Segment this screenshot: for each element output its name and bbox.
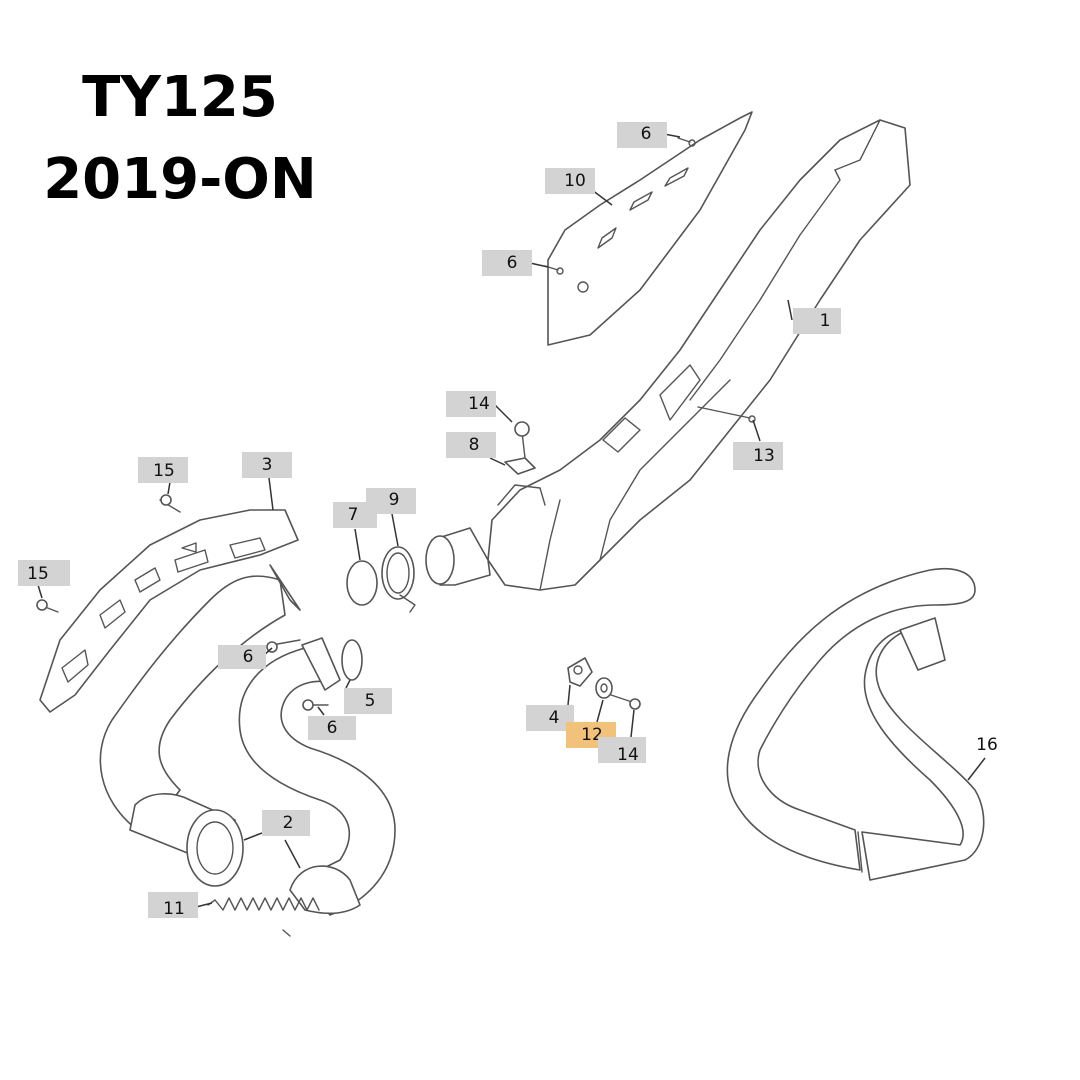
callout-6-left: 6: [218, 645, 266, 669]
callout-15-left: 15: [18, 560, 70, 586]
svg-text:5: 5: [365, 691, 376, 711]
part-header-pipe: [99, 564, 396, 916]
svg-text:13: 13: [753, 446, 775, 466]
svg-text:3: 3: [262, 455, 273, 475]
part-gasket: [341, 639, 363, 681]
part-gasket-ring: [346, 560, 378, 606]
svg-text:14: 14: [617, 745, 639, 765]
callout-5: 5: [344, 688, 392, 714]
svg-text:6: 6: [243, 647, 254, 667]
callout-1: 1: [793, 308, 841, 334]
svg-text:14: 14: [468, 394, 490, 414]
leader-lines: [37, 133, 986, 908]
part-clip-nut: [504, 457, 536, 475]
callout-8: 8: [446, 432, 496, 458]
svg-text:10: 10: [564, 171, 586, 191]
callout-6-lower: 6: [308, 716, 356, 740]
callout-14-top: 14: [446, 391, 496, 417]
svg-text:6: 6: [327, 718, 338, 738]
svg-text:6: 6: [641, 124, 652, 144]
svg-text:8: 8: [469, 435, 480, 455]
part-side-cover: [547, 111, 753, 346]
svg-text:6: 6: [507, 253, 518, 273]
callout-10: 10: [545, 168, 595, 194]
callout-13: 13: [733, 442, 783, 470]
part-silencer: [425, 119, 911, 591]
part-hose-clamp: [381, 546, 416, 613]
svg-text:16: 16: [976, 735, 998, 755]
svg-text:4: 4: [549, 708, 560, 728]
svg-text:12: 12: [581, 725, 603, 745]
callout-6-cover: 6: [482, 250, 532, 276]
diagram-title-years: 2019-ON: [43, 147, 317, 212]
part-bracket-washer: [567, 657, 613, 699]
callout-9: 9: [366, 488, 416, 514]
part-header-pipe-alt: [726, 568, 985, 881]
svg-text:2: 2: [283, 813, 294, 833]
svg-text:9: 9: [389, 490, 400, 510]
part-heat-shield: [39, 509, 299, 713]
callout-14-lower: 14: [598, 737, 646, 765]
callout-2: 2: [262, 810, 310, 836]
svg-text:7: 7: [348, 505, 359, 525]
svg-text:11: 11: [163, 899, 185, 919]
svg-text:15: 15: [153, 461, 175, 481]
callout-16: 16: [976, 735, 998, 755]
callout-3: 3: [242, 452, 292, 478]
svg-text:15: 15: [27, 564, 49, 584]
callout-15-upper: 15: [138, 457, 188, 483]
callout-6-top: 6: [617, 122, 667, 148]
svg-text:1: 1: [820, 311, 831, 331]
screws: [36, 137, 756, 711]
callout-11: 11: [148, 892, 198, 919]
diagram-title-model: TY125: [82, 65, 278, 130]
